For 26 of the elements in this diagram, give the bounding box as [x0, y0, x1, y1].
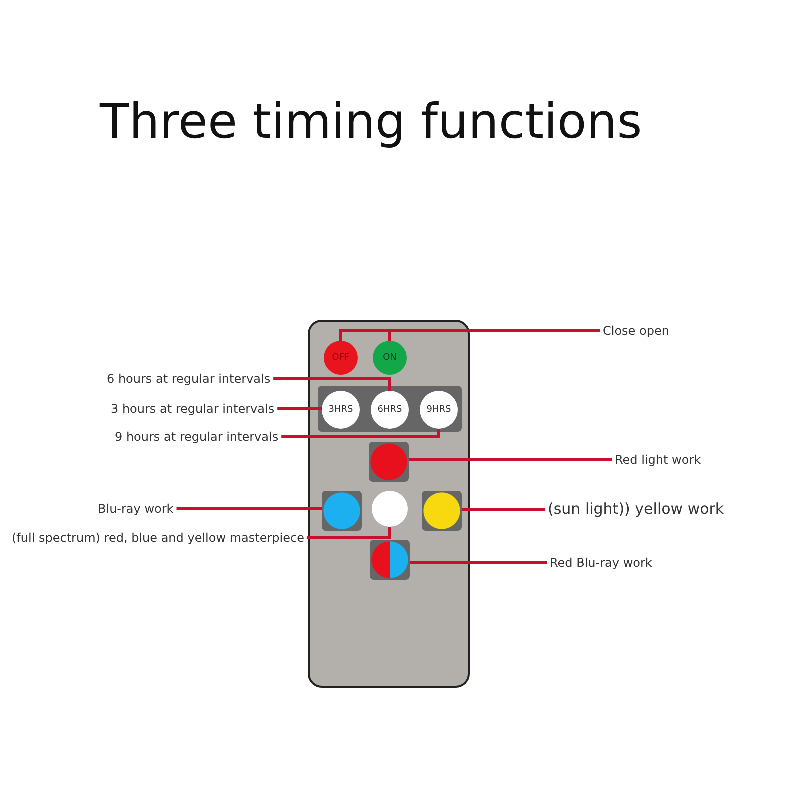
- leader-line: [462, 508, 545, 511]
- callout-label: (full spectrum) red, blue and yellow masterpiece: [12, 531, 304, 545]
- leader-line: [278, 408, 322, 410]
- remote-control: [308, 320, 470, 688]
- callout-label: Blu-ray work: [98, 502, 174, 516]
- leader-line: [176, 508, 322, 510]
- leader-line: [307, 527, 392, 540]
- callout-label: 3 hours at regular intervals: [111, 402, 275, 416]
- leader-line: [274, 378, 392, 391]
- callout-label: 9 hours at regular intervals: [115, 430, 279, 444]
- callout-label: 6 hours at regular intervals: [107, 372, 271, 386]
- callout-label: (sun light)) yellow work: [548, 500, 724, 519]
- leader-line: [409, 458, 612, 462]
- light-button: [369, 442, 409, 482]
- callout-label: Close open: [603, 324, 670, 338]
- light-button: [372, 491, 408, 527]
- off-button: OFF: [324, 341, 358, 375]
- leader-line: [282, 429, 440, 438]
- light-button: [422, 491, 462, 531]
- light-button: [322, 491, 362, 531]
- callout-label: Red Blu-ray work: [550, 556, 652, 570]
- title: Three timing functions: [100, 93, 642, 152]
- on-button: ON: [373, 341, 407, 375]
- callout-label: Red light work: [615, 453, 702, 467]
- split-light-button: [370, 540, 410, 580]
- leader-line: [410, 562, 547, 564]
